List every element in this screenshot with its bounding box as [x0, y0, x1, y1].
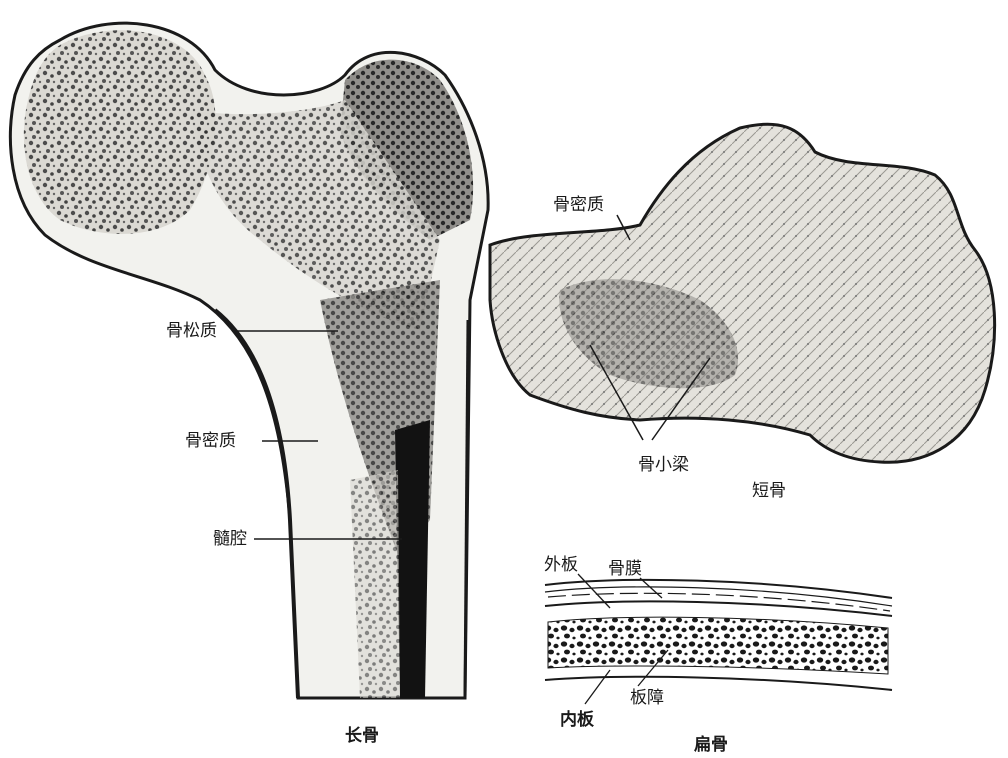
spongy-bone-label: 骨松质 [166, 321, 217, 341]
inner-plate-label: 内板 [560, 710, 594, 730]
medullary-cavity-label: 髓腔 [213, 529, 247, 549]
long-bone-drawing [10, 23, 488, 698]
outer-plate-label: 外板 [544, 555, 578, 575]
short-bone-compact-label: 骨密质 [553, 195, 604, 215]
trabeculae-label: 骨小梁 [638, 455, 689, 475]
diploe-layer [548, 617, 888, 674]
long-bone-compact-label: 骨密质 [185, 431, 236, 451]
periosteum-label: 骨膜 [608, 559, 642, 579]
short-bone-drawing [490, 124, 995, 462]
flat-bone-drawing [545, 574, 892, 704]
short-bone-caption: 短骨 [752, 481, 786, 501]
flat-bone-caption: 扁骨 [694, 735, 728, 755]
long-bone-caption: 长骨 [345, 726, 379, 746]
diploe-label: 板障 [630, 688, 664, 708]
